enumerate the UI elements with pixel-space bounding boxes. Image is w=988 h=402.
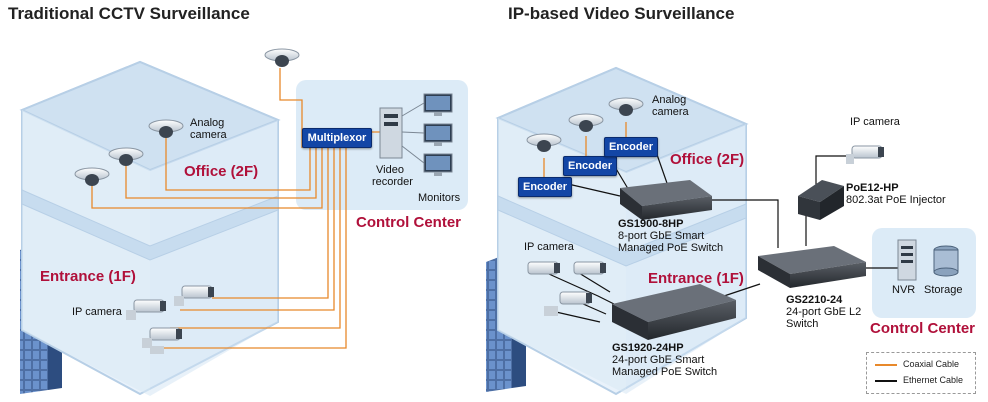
gs2210-desc-2: Switch: [786, 318, 819, 330]
left-dome-cameras: [74, 48, 300, 186]
gs1920-desc-1: 24-port GbE Smart: [612, 354, 705, 366]
left-ip-cameras: [126, 285, 214, 354]
right-control-center-label: Control Center: [870, 320, 975, 337]
gs2210-desc-1: 24-port GbE L2: [786, 306, 862, 318]
video-recorder-graphic: [379, 107, 403, 159]
gs2210-name: GS2210-24: [786, 294, 843, 306]
gs1920-name: GS1920-24HP: [612, 342, 684, 354]
storage-label: Storage: [924, 284, 963, 296]
left-entrance-label: Entrance (1F): [40, 268, 136, 285]
gs2210-switch-graphic: [758, 246, 866, 288]
nvr-graphic: [897, 239, 917, 281]
encoder-box-2: Encoder: [563, 156, 617, 176]
left-building: [19, 60, 281, 396]
right-ip-cameras: [527, 145, 884, 316]
monitors-label: Monitors: [418, 192, 461, 204]
multiplexor-box: Multiplexor: [302, 128, 372, 148]
poe12-name: PoE12-HP: [846, 182, 899, 194]
right-office-label: Office (2F): [670, 151, 745, 168]
gs1900-switch-graphic: [620, 180, 712, 220]
right-coax-cables: [543, 122, 627, 178]
coaxial-line-swatch: [875, 363, 897, 366]
right-entrance-label: Entrance (1F): [648, 270, 744, 287]
left-analog-camera-label-2: camera: [190, 129, 227, 141]
legend: Coaxial Cable Ethernet Cable: [866, 352, 976, 394]
gs1900-desc-2: Managed PoE Switch: [618, 242, 724, 254]
right-ip-camera-label-right: IP camera: [850, 116, 900, 128]
monitors-graphic: [401, 93, 453, 176]
storage-graphic: [933, 245, 959, 277]
legend-ethernet-label: Ethernet Cable: [903, 375, 964, 385]
right-control-center-panel: [872, 228, 976, 318]
right-title: IP-based Video Surveillance: [508, 4, 735, 23]
left-ip-camera-label: IP camera: [72, 306, 122, 318]
gs1900-desc-1: 8-port GbE Smart: [618, 230, 705, 242]
left-control-center-label: Control Center: [356, 214, 461, 231]
right-dome-cameras: [526, 97, 644, 152]
gs1920-switch-graphic: [612, 284, 736, 340]
gs1900-name: GS1900-8HP: [618, 218, 684, 230]
video-recorder-label-2: recorder: [372, 176, 413, 188]
left-office-label: Office (2F): [184, 163, 259, 180]
right-ip-camera-label-left: IP camera: [524, 241, 574, 253]
left-analog-camera-label-1: Analog: [190, 117, 225, 129]
video-recorder-label-1: Video: [376, 164, 404, 176]
nvr-label: NVR: [892, 284, 916, 296]
gs1920-desc-2: Managed PoE Switch: [612, 366, 718, 378]
poe-injector-graphic: [798, 180, 844, 220]
legend-ethernet: Ethernet Cable: [875, 375, 963, 385]
poe12-desc: 802.3at PoE Injector: [846, 194, 946, 206]
right-analog-camera-label-2: camera: [652, 106, 689, 118]
encoder-box-3: Encoder: [604, 137, 658, 157]
ethernet-line-swatch: [875, 379, 897, 382]
left-title: Traditional CCTV Surveillance: [8, 4, 250, 23]
legend-coaxial-label: Coaxial Cable: [903, 359, 960, 369]
encoder-box-1: Encoder: [518, 177, 572, 197]
right-analog-camera-label-1: Analog: [652, 94, 687, 106]
left-coax-cables: [91, 68, 392, 349]
legend-coaxial: Coaxial Cable: [875, 359, 959, 369]
